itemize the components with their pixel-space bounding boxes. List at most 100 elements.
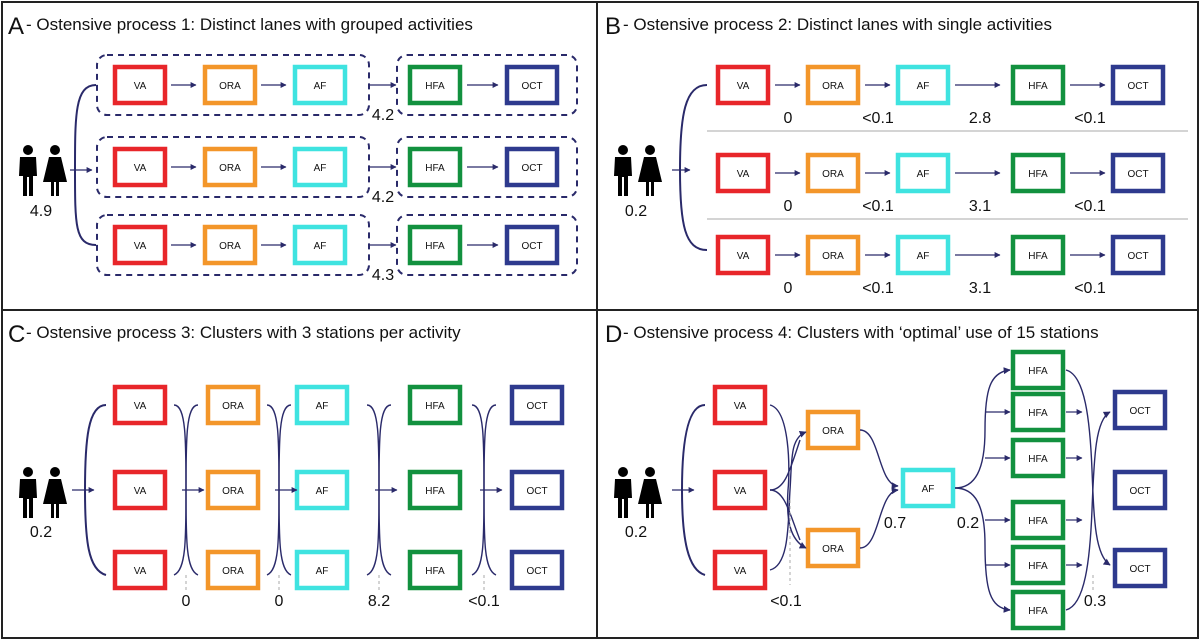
station-hfa-label: HFA xyxy=(1028,561,1048,572)
station-oct-label: OCT xyxy=(1129,564,1150,575)
flow-curve xyxy=(1065,411,1111,611)
station-oct: OCT xyxy=(1112,469,1168,511)
station-hfa-label: HFA xyxy=(425,566,445,577)
station-hfa-label: HFA xyxy=(425,81,445,92)
station-hfa-label: HFA xyxy=(1028,408,1048,419)
station-hfa-label: HFA xyxy=(1028,454,1048,465)
station-oct: OCT xyxy=(509,469,565,511)
station-oct: OCT xyxy=(1112,547,1168,589)
station-af: AF xyxy=(900,467,956,509)
transition-value-b: 2.8 xyxy=(969,110,991,127)
station-hfa: HFA xyxy=(407,469,463,511)
station-ora-label: ORA xyxy=(822,544,844,555)
transition-value-d: 0.3 xyxy=(1084,593,1106,610)
station-hfa-label: HFA xyxy=(1028,366,1048,377)
station-hfa: HFA xyxy=(407,64,463,106)
station-oct-label: OCT xyxy=(1129,486,1150,497)
station-hfa: HFA xyxy=(407,384,463,426)
station-hfa-label: HFA xyxy=(1028,169,1048,180)
lane-value-a: 4.3 xyxy=(372,267,394,284)
people-icon-b: 0.2 xyxy=(614,145,662,220)
station-va-label: VA xyxy=(134,566,147,577)
station-oct: OCT xyxy=(504,224,560,266)
station-ora-label: ORA xyxy=(219,163,241,174)
station-ora: ORA xyxy=(205,469,261,511)
station-va-label: VA xyxy=(737,251,750,262)
station-oct-label: OCT xyxy=(526,566,547,577)
station-oct-label: OCT xyxy=(521,81,542,92)
flow-curve xyxy=(1065,369,1111,566)
station-va: VA xyxy=(712,549,768,591)
station-va: VA xyxy=(712,469,768,511)
station-af-label: AF xyxy=(922,484,935,495)
transition-value-c: 0 xyxy=(182,593,191,610)
station-oct-label: OCT xyxy=(1127,251,1148,262)
station-ora-label: ORA xyxy=(222,566,244,577)
station-oct: OCT xyxy=(509,549,565,591)
flow-curve xyxy=(769,430,807,571)
panel-d-letter: D xyxy=(605,321,622,348)
station-af-label: AF xyxy=(917,251,930,262)
station-va-label: VA xyxy=(134,163,147,174)
station-af-label: AF xyxy=(316,566,329,577)
station-va: VA xyxy=(715,234,771,276)
station-af: AF xyxy=(895,64,951,106)
station-ora-label: ORA xyxy=(822,426,844,437)
lane-value-a: 4.2 xyxy=(372,107,394,124)
flow-curve xyxy=(769,489,801,541)
station-ora: ORA xyxy=(805,234,861,276)
station-ora: ORA xyxy=(805,527,861,569)
transition-value-b: 0 xyxy=(784,110,793,127)
station-oct: OCT xyxy=(509,384,565,426)
station-ora: ORA xyxy=(202,146,258,188)
flow-curve xyxy=(769,439,801,491)
station-oct-label: OCT xyxy=(1127,81,1148,92)
station-ora: ORA xyxy=(805,409,861,451)
station-af: AF xyxy=(895,234,951,276)
station-va-label: VA xyxy=(737,81,750,92)
station-ora: ORA xyxy=(202,64,258,106)
station-ora: ORA xyxy=(805,152,861,194)
station-va-label: VA xyxy=(737,169,750,180)
station-oct-label: OCT xyxy=(1127,169,1148,180)
station-hfa: HFA xyxy=(1010,437,1066,479)
station-va-label: VA xyxy=(134,401,147,412)
flow-curve xyxy=(954,487,1011,613)
station-hfa: HFA xyxy=(1010,391,1066,433)
station-oct-label: OCT xyxy=(521,241,542,252)
station-hfa: HFA xyxy=(1010,234,1066,276)
flow-curve xyxy=(859,429,899,490)
group-box-last-two xyxy=(396,214,578,276)
station-oct-label: OCT xyxy=(526,486,547,497)
station-hfa: HFA xyxy=(1010,499,1066,541)
station-af-label: AF xyxy=(314,81,327,92)
station-oct-label: OCT xyxy=(521,163,542,174)
station-af-label: AF xyxy=(314,241,327,252)
panel-a-title: - Ostensive process 1: Distinct lanes wi… xyxy=(26,15,473,34)
station-hfa-label: HFA xyxy=(1028,606,1048,617)
station-ora: ORA xyxy=(205,384,261,426)
station-hfa: HFA xyxy=(407,224,463,266)
people-icon-c: 0.2 xyxy=(19,467,67,541)
station-oct: OCT xyxy=(504,146,560,188)
station-hfa-label: HFA xyxy=(425,163,445,174)
flow-curve xyxy=(859,487,899,549)
transition-value-b: 3.1 xyxy=(969,280,991,297)
transition-value-b: 3.1 xyxy=(969,198,991,215)
panel-b-title: - Ostensive process 2: Distinct lanes wi… xyxy=(623,15,1052,34)
transition-value-c: 8.2 xyxy=(368,593,390,610)
transition-value-b: 0 xyxy=(784,198,793,215)
station-ora-label: ORA xyxy=(219,241,241,252)
station-af: AF xyxy=(294,549,350,591)
station-oct: OCT xyxy=(1110,234,1166,276)
station-hfa: HFA xyxy=(1010,589,1066,631)
station-af: AF xyxy=(294,384,350,426)
station-va-label: VA xyxy=(134,81,147,92)
flow-curve xyxy=(769,404,807,549)
transition-value-b: <0.1 xyxy=(862,110,894,127)
station-hfa-label: HFA xyxy=(425,241,445,252)
transition-value-b: <0.1 xyxy=(1074,198,1106,215)
station-hfa: HFA xyxy=(1010,349,1066,391)
panel-d-title: - Ostensive process 4: Clusters with ‘op… xyxy=(623,323,1099,342)
